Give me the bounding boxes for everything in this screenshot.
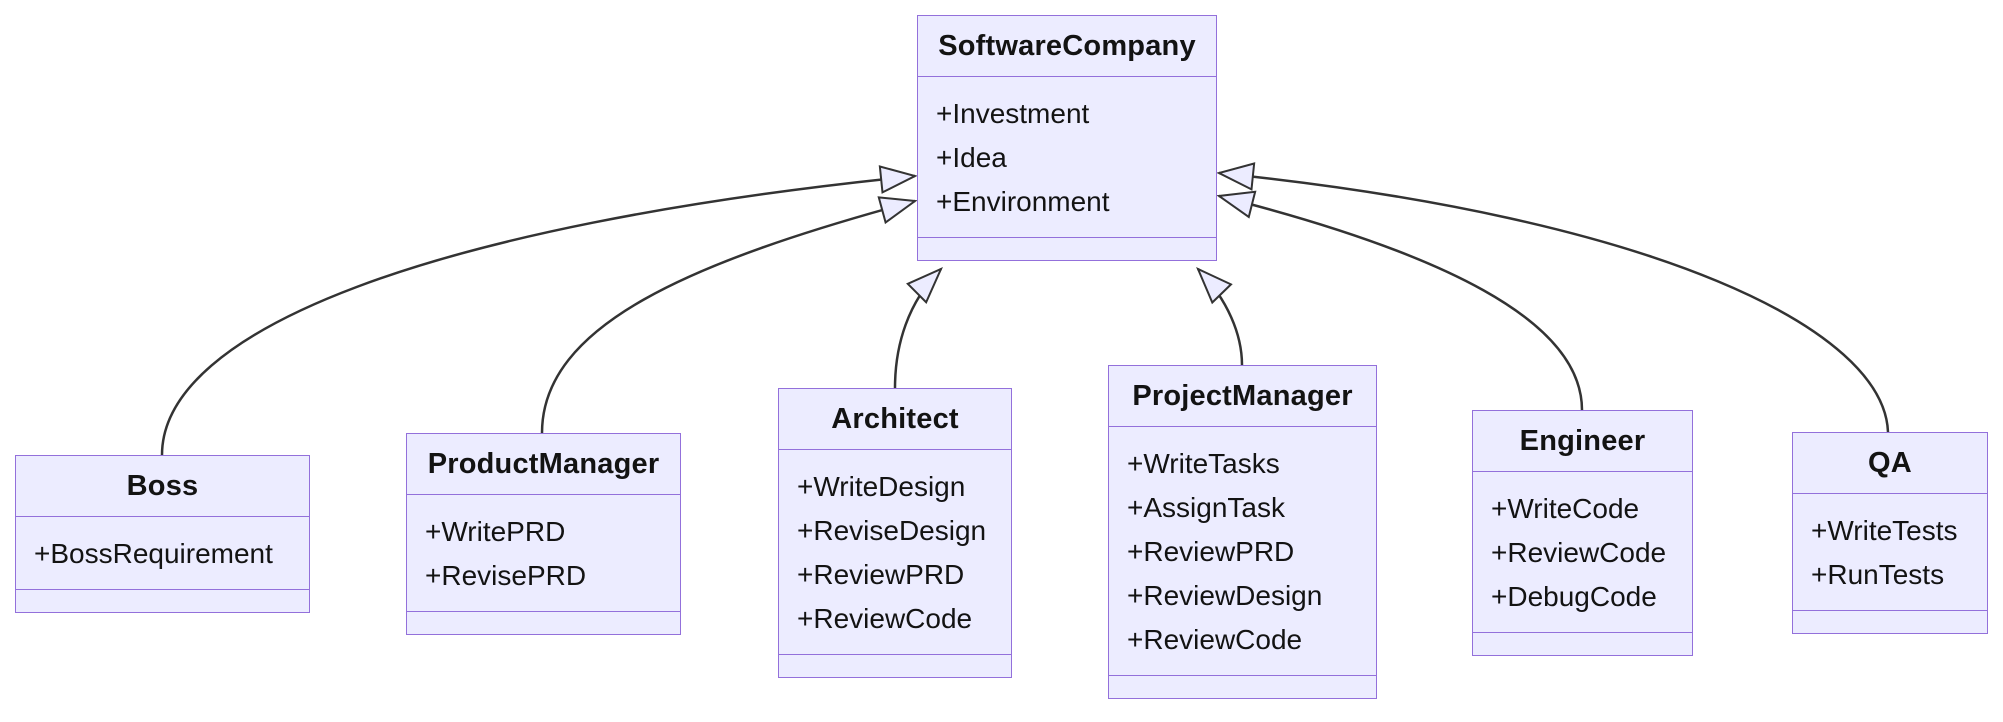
class-methods-empty <box>1793 610 1987 633</box>
class-attributes: +WriteTasks +AssignTask +ReviewPRD +Revi… <box>1109 426 1376 675</box>
class-softwarecompany: SoftwareCompany +Investment +Idea +Envir… <box>917 15 1217 261</box>
class-attributes: +WriteDesign +ReviseDesign +ReviewPRD +R… <box>779 449 1011 654</box>
attribute: +AssignTask <box>1127 492 1285 523</box>
attribute: +DebugCode <box>1491 581 1657 612</box>
edge-productmanager-to-softwarecompany <box>540 196 918 434</box>
class-methods-empty <box>918 237 1216 260</box>
class-title: Architect <box>831 402 959 435</box>
class-productmanager: ProductManager +WritePRD +RevisePRD <box>406 433 681 635</box>
attribute: +WriteTasks <box>1127 448 1280 479</box>
class-methods-empty <box>779 654 1011 677</box>
attribute: +WriteCode <box>1491 493 1640 524</box>
attribute: +ReviewPRD <box>1127 536 1295 567</box>
class-title: ProjectManager <box>1132 379 1353 412</box>
class-methods-empty <box>16 589 309 612</box>
class-title: ProductManager <box>427 447 660 480</box>
attribute: +WritePRD <box>425 516 566 547</box>
class-qa: QA +WriteTests +RunTests <box>1792 432 1988 634</box>
attribute: +ReviseDesign <box>797 515 987 546</box>
attribute: +WriteDesign <box>797 471 966 502</box>
class-engineer: Engineer +WriteCode +ReviewCode +DebugCo… <box>1472 410 1693 656</box>
class-attributes: +WriteCode +ReviewCode +DebugCode <box>1473 471 1692 632</box>
edge-projectmanager-to-softwarecompany <box>1196 266 1244 366</box>
attribute: +WriteTests <box>1811 515 1958 546</box>
attribute: +BossRequirement <box>34 538 273 569</box>
attribute: +ReviewCode <box>1491 537 1667 568</box>
class-attributes: +WritePRD +RevisePRD <box>407 494 680 611</box>
attribute: +RunTests <box>1811 559 1945 590</box>
class-title: SoftwareCompany <box>938 29 1196 62</box>
class-title: Engineer <box>1519 424 1646 457</box>
attribute: +Investment <box>936 98 1090 129</box>
attribute: +Environment <box>936 186 1110 217</box>
attribute: +ReviewDesign <box>1127 580 1323 611</box>
class-title: QA <box>1868 446 1912 479</box>
edge-engineer-to-softwarecompany <box>1216 190 1584 411</box>
attribute: +RevisePRD <box>425 560 587 591</box>
edge-boss-to-softwarecompany <box>160 165 918 456</box>
edge-architect-to-softwarecompany <box>893 267 943 389</box>
class-title: Boss <box>126 469 199 502</box>
class-methods-empty <box>1473 632 1692 655</box>
class-attributes: +WriteTests +RunTests <box>1793 493 1987 610</box>
class-boss: Boss +BossRequirement <box>15 455 310 613</box>
class-projectmanager: ProjectManager +WriteTasks +AssignTask +… <box>1108 365 1377 699</box>
attribute: +ReviewPRD <box>797 559 965 590</box>
class-methods-empty <box>1109 675 1376 698</box>
class-attributes: +BossRequirement <box>16 516 309 589</box>
attribute: +ReviewCode <box>1127 624 1303 655</box>
class-architect: Architect +WriteDesign +ReviseDesign +Re… <box>778 388 1012 678</box>
class-methods-empty <box>407 611 680 634</box>
attribute: +ReviewCode <box>797 603 973 634</box>
class-attributes: +Investment +Idea +Environment <box>918 76 1216 237</box>
attribute: +Idea <box>936 142 1007 173</box>
edge-qa-to-softwarecompany <box>1216 162 1890 433</box>
